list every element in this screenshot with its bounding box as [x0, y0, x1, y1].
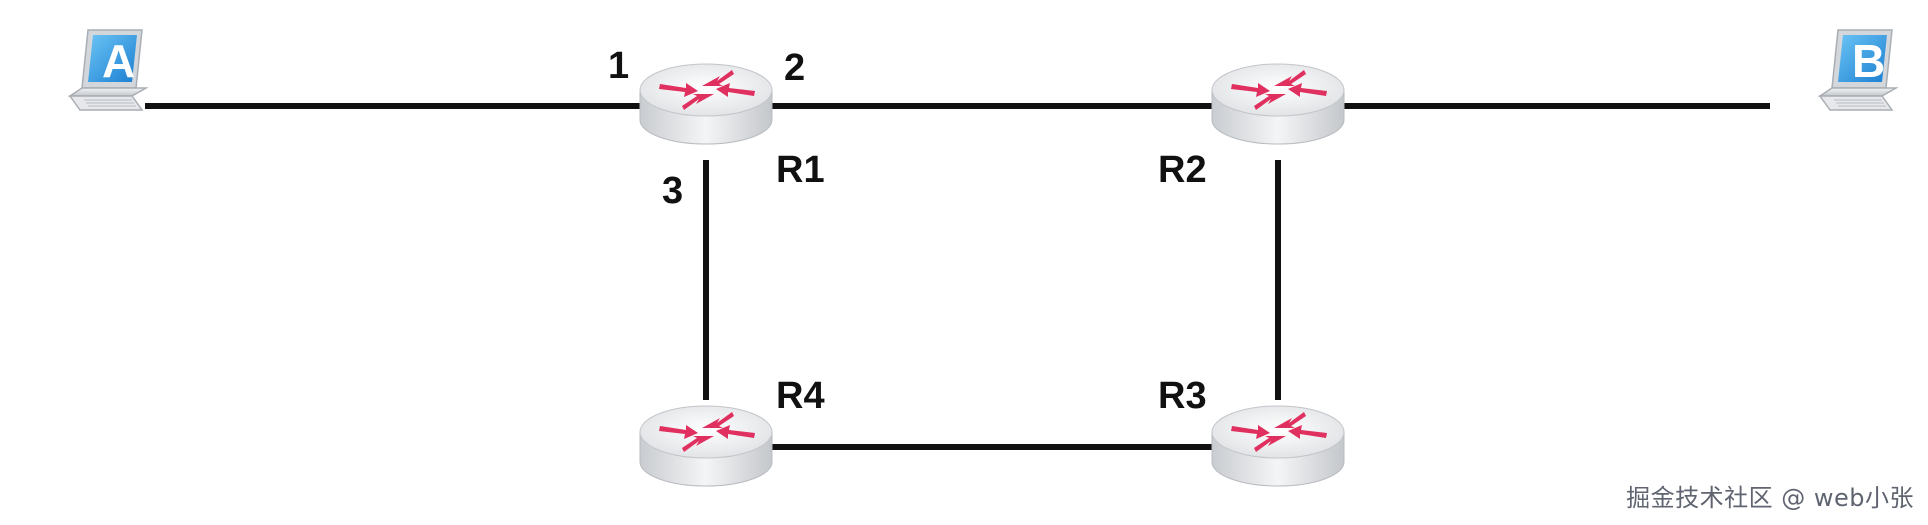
host-b-letter: B — [1852, 35, 1885, 87]
router-label-r4: R4 — [776, 375, 825, 417]
router-label-r1: R1 — [776, 149, 825, 191]
port-label-2: 2 — [784, 47, 805, 89]
router-r1[interactable] — [639, 63, 773, 145]
port-label-3: 3 — [662, 170, 683, 212]
host-a-laptop[interactable]: A — [69, 29, 147, 111]
host-b-laptop[interactable]: B — [1819, 29, 1897, 111]
host-a-letter: A — [102, 35, 135, 87]
router-r3[interactable] — [1211, 405, 1345, 487]
router-r4[interactable] — [639, 405, 773, 487]
port-label-1: 1 — [608, 45, 629, 87]
watermark: 掘金技术社区 @ web小张 — [1626, 484, 1914, 512]
router-label-r2: R2 — [1158, 149, 1207, 191]
links — [145, 103, 1770, 450]
router-label-r3: R3 — [1158, 375, 1207, 417]
router-r2[interactable] — [1211, 63, 1345, 145]
